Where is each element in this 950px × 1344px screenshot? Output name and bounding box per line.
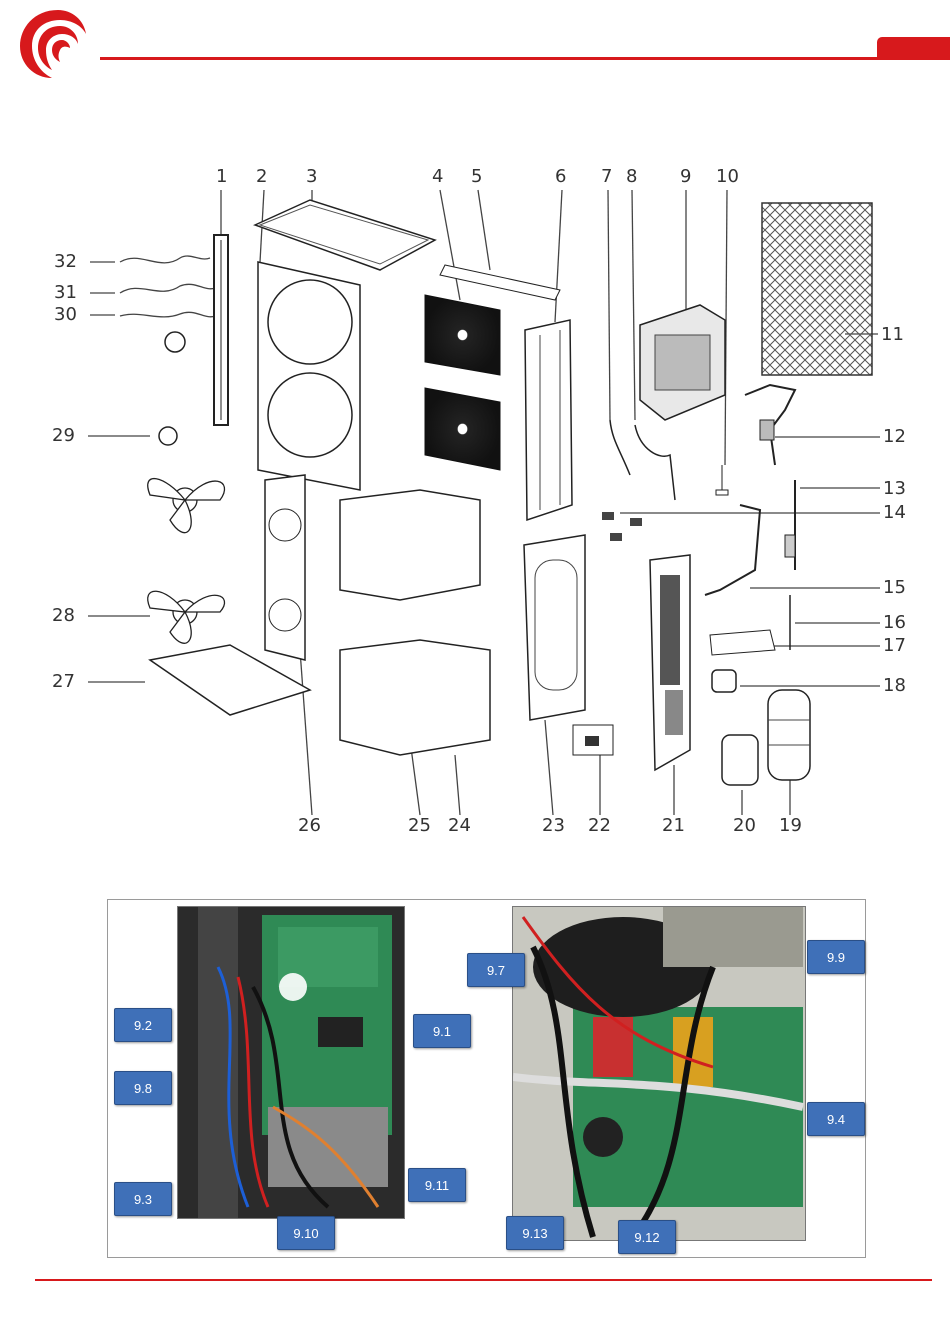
part-number-label: 1 xyxy=(216,168,227,186)
callout-label: 9.7 xyxy=(467,953,525,987)
part-number-label: 2 xyxy=(256,168,267,186)
part-number-label: 16 xyxy=(883,614,906,632)
part-number-label: 17 xyxy=(883,637,906,655)
callout-label: 9.8 xyxy=(114,1071,172,1105)
part-number-label: 21 xyxy=(662,817,685,835)
part-number-label: 12 xyxy=(883,428,906,446)
part-number-label: 30 xyxy=(54,306,77,324)
part-number-label: 23 xyxy=(542,817,565,835)
part-number-label: 5 xyxy=(471,168,482,186)
part-number-label: 4 xyxy=(432,168,443,186)
part-number-label: 11 xyxy=(881,326,904,344)
part-number-label: 13 xyxy=(883,480,906,498)
callout-label: 9.12 xyxy=(618,1220,676,1254)
callout-label: 9.9 xyxy=(807,940,865,974)
part-number-label: 25 xyxy=(408,817,431,835)
part-number-label: 18 xyxy=(883,677,906,695)
part-number-label: 15 xyxy=(883,579,906,597)
exploded-parts-diagram xyxy=(0,160,950,850)
part-number-label: 27 xyxy=(52,673,75,691)
header-tab xyxy=(877,37,950,58)
part-number-label: 20 xyxy=(733,817,756,835)
callout-label: 9.3 xyxy=(114,1182,172,1216)
electrical-box-photos-frame: 9.2 9.1 9.8 9.3 9.10 9.11 9.7 9.9 9.4 9.… xyxy=(107,899,866,1258)
header-divider xyxy=(100,57,950,60)
callout-label: 9.2 xyxy=(114,1008,172,1042)
part-number-label: 28 xyxy=(52,607,75,625)
electrical-box-photo-left xyxy=(177,906,405,1219)
callout-label: 9.1 xyxy=(413,1014,471,1048)
part-number-label: 22 xyxy=(588,817,611,835)
part-number-label: 32 xyxy=(54,253,77,271)
part-number-label: 10 xyxy=(716,168,739,186)
electrical-box-photo-right xyxy=(512,906,806,1241)
part-number-label: 8 xyxy=(626,168,637,186)
brand-logo-icon xyxy=(14,2,104,82)
part-number-label: 7 xyxy=(601,168,612,186)
part-number-label: 24 xyxy=(448,817,471,835)
part-number-label: 14 xyxy=(883,504,906,522)
callout-label: 9.11 xyxy=(408,1168,466,1202)
callout-label: 9.4 xyxy=(807,1102,865,1136)
part-number-label: 3 xyxy=(306,168,317,186)
part-number-label: 6 xyxy=(555,168,566,186)
part-number-label: 31 xyxy=(54,284,77,302)
callout-label: 9.10 xyxy=(277,1216,335,1250)
part-number-label: 9 xyxy=(680,168,691,186)
callout-label: 9.13 xyxy=(506,1216,564,1250)
footer-divider xyxy=(35,1279,932,1281)
part-number-label: 19 xyxy=(779,817,802,835)
part-number-label: 29 xyxy=(52,427,75,445)
part-number-label: 26 xyxy=(298,817,321,835)
